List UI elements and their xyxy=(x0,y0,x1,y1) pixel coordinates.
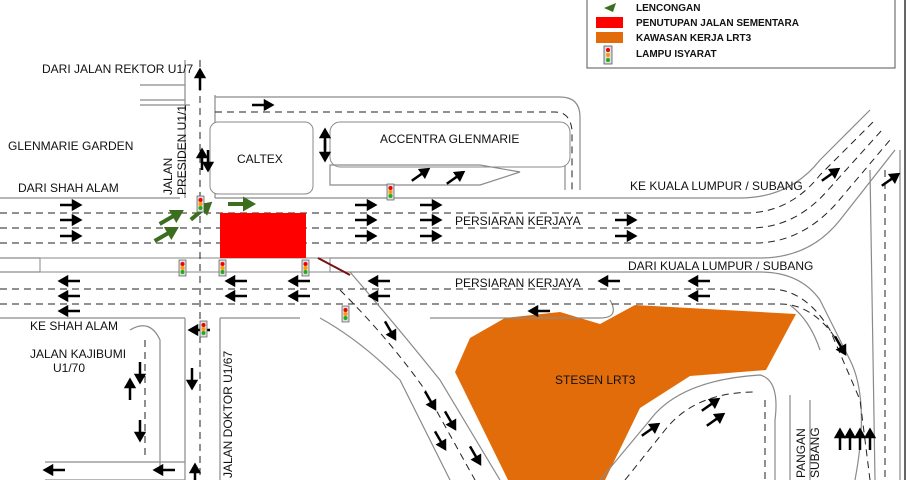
label-persiaran-kerjaya-2: PERSIARAN KERJAYA xyxy=(455,276,581,290)
label-dari-kl-subang: DARI KUALA LUMPUR / SUBANG xyxy=(628,259,813,273)
direction-arrow-icon xyxy=(133,420,147,443)
service-roads xyxy=(45,96,901,480)
direction-arrow-icon xyxy=(57,304,80,318)
direction-arrow-icon xyxy=(527,304,550,318)
direction-arrow-icon xyxy=(706,412,726,427)
traffic-light-icon xyxy=(341,305,350,323)
legend-label-lampu: LAMPU ISYARAT xyxy=(636,49,717,60)
direction-arrow-icon xyxy=(355,229,378,243)
traffic-lights xyxy=(178,183,395,338)
direction-arrow-icon xyxy=(224,289,247,303)
label-jalan-presiden-1: JALAN xyxy=(161,158,175,195)
direction-arrow-icon xyxy=(355,198,378,212)
direction-arrow-icon xyxy=(420,198,443,212)
direction-arrow-icon xyxy=(420,213,443,227)
direction-arrow-icon xyxy=(355,213,378,227)
direction-arrow-icon xyxy=(687,289,710,303)
road-closure-area xyxy=(220,213,306,258)
label-accentra: ACCENTRA GLENMARIE xyxy=(380,132,519,146)
traffic-light-icon xyxy=(301,259,310,277)
direction-arrow-icon xyxy=(423,390,437,411)
direction-arrow-icon xyxy=(185,368,199,391)
direction-arrow-icon xyxy=(881,172,901,187)
direction-arrow-icon xyxy=(224,274,247,288)
diversion-arrow-icon xyxy=(158,209,184,226)
direction-arrow-icon xyxy=(60,213,83,227)
label-glenmarie-garden: GLENMARIE GARDEN xyxy=(8,139,133,153)
direction-arrow-icon xyxy=(193,67,207,90)
direction-arrow-icon xyxy=(133,362,147,385)
direction-arrow-icon xyxy=(468,445,482,466)
legend-lrt-swatch xyxy=(596,32,623,43)
legend: LENCONGAN PENUTUPAN JALAN SEMENTARA KAWA… xyxy=(586,0,896,69)
direction-arrow-icon xyxy=(833,335,847,356)
direction-arrow-icon xyxy=(843,427,857,450)
traffic-light-icon xyxy=(218,259,227,277)
direction-arrow-icon xyxy=(367,289,390,303)
direction-arrow-icon xyxy=(287,289,310,303)
direction-arrow-icon xyxy=(195,147,209,170)
legend-label-lencongan: LENCONGAN xyxy=(636,3,700,14)
traffic-light-icon xyxy=(196,195,205,213)
label-dari-shah-alam: DARI SHAH ALAM xyxy=(18,181,119,195)
traffic-arrows xyxy=(42,67,901,480)
direction-arrow-icon xyxy=(57,289,80,303)
direction-arrow-icon xyxy=(188,462,202,480)
direction-arrow-icon xyxy=(42,463,65,477)
direction-arrow-icon xyxy=(383,320,397,341)
direction-arrow-icon xyxy=(367,274,390,288)
direction-arrow-icon xyxy=(687,274,710,288)
diversion-arrow-icon xyxy=(228,196,257,212)
direction-arrow-icon xyxy=(615,229,638,243)
direction-arrow-icon xyxy=(420,229,443,243)
label-ke-shah-alam: KE SHAH ALAM xyxy=(30,319,118,333)
direction-arrow-icon xyxy=(60,198,83,212)
traffic-light-icon xyxy=(178,259,187,277)
label-jalan-doktor: JALAN DOKTOR U1/67 xyxy=(221,351,235,478)
direction-arrow-icon xyxy=(60,229,83,243)
direction-arrow-icon xyxy=(597,274,620,288)
lrt3-work-area xyxy=(455,305,796,480)
label-pangan-2: SUBANG xyxy=(808,427,822,478)
direction-arrow-icon xyxy=(821,167,841,182)
label-jalan-presiden-2: PRESIDEN U1/1 xyxy=(175,105,189,195)
direction-arrow-icon xyxy=(318,127,332,150)
direction-arrow-icon xyxy=(287,274,310,288)
traffic-light-icon xyxy=(199,320,208,338)
label-dari-jalan-rektor: DARI JALAN REKTOR U1/7 xyxy=(42,62,193,76)
direction-arrow-icon xyxy=(863,427,877,450)
legend-traffic-light-icon xyxy=(603,45,613,65)
label-stesen-lrt3: STESEN LRT3 xyxy=(555,373,636,387)
direction-arrow-icon xyxy=(443,410,457,431)
direction-arrow-icon xyxy=(701,397,721,412)
caltex-station xyxy=(209,121,314,195)
traffic-light-icon xyxy=(386,183,395,201)
direction-arrow-icon xyxy=(201,150,215,173)
direction-arrow-icon xyxy=(853,427,867,450)
direction-arrow-icon xyxy=(641,422,661,437)
direction-arrow-icon xyxy=(152,463,175,477)
direction-arrow-icon xyxy=(833,427,847,450)
legend-diversion-icon xyxy=(604,3,616,12)
label-persiaran-kerjaya-1: PERSIARAN KERJAYA xyxy=(455,214,581,228)
label-ke-kl-subang: KE KUALA LUMPUR / SUBANG xyxy=(630,179,803,193)
legend-closure-swatch xyxy=(596,17,623,28)
legend-label-kawasan: KAWASAN KERJA LRT3 xyxy=(636,33,752,44)
direction-arrow-icon xyxy=(123,377,137,400)
direction-arrow-icon xyxy=(433,430,447,451)
label-jalan-kajibumi-2: U1/70 xyxy=(53,361,85,375)
road-persiaran-kerjaya-east xyxy=(0,109,896,259)
direction-arrow-icon xyxy=(57,274,80,288)
direction-arrow-icon xyxy=(252,98,275,112)
direction-arrow-icon xyxy=(615,213,638,227)
diversion-arrow-icon xyxy=(153,226,179,243)
label-pangan-1: PANGAN xyxy=(794,428,808,478)
label-jalan-kajibumi-1: JALAN KAJIBUMI xyxy=(30,347,126,361)
direction-arrow-icon xyxy=(411,167,431,182)
label-caltex: CALTEX xyxy=(237,152,283,166)
legend-label-penutupan: PENUTUPAN JALAN SEMENTARA xyxy=(636,18,799,29)
curb-mark xyxy=(317,257,351,276)
direction-arrow-icon xyxy=(446,170,466,185)
